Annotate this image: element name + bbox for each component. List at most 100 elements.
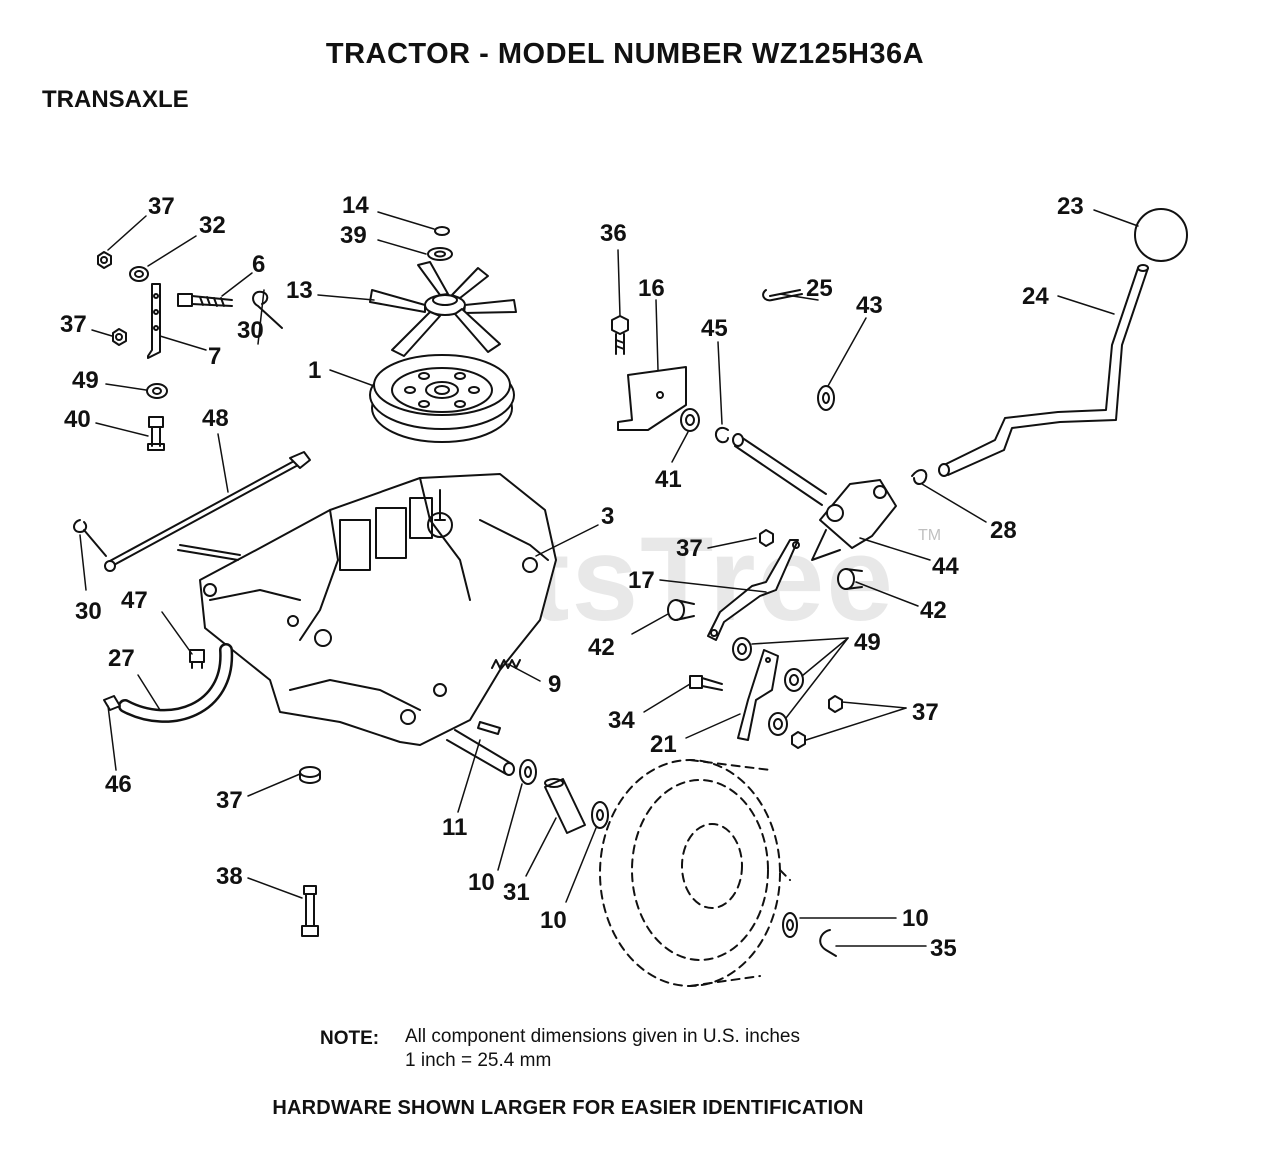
callout-25: 25 bbox=[806, 275, 833, 302]
callout-11: 11 bbox=[442, 814, 467, 841]
clip-45 bbox=[714, 426, 729, 444]
callout-30: 30 bbox=[75, 598, 102, 625]
pin-42-a bbox=[837, 568, 863, 590]
washer-32 bbox=[129, 266, 149, 282]
callout-37: 37 bbox=[912, 699, 939, 726]
nut-37-top bbox=[97, 251, 112, 269]
washer-10-c bbox=[782, 912, 798, 938]
callout-35: 35 bbox=[930, 935, 957, 962]
callout-39: 39 bbox=[340, 222, 367, 249]
washer-39 bbox=[427, 247, 453, 261]
callout-48: 48 bbox=[202, 405, 229, 432]
callout-49: 49 bbox=[854, 629, 881, 656]
bolt-38 bbox=[301, 885, 319, 937]
spacer-37 bbox=[299, 766, 321, 784]
callout-10: 10 bbox=[540, 907, 567, 934]
callout-43: 43 bbox=[856, 292, 883, 319]
nut-37-left bbox=[112, 328, 127, 346]
callout-7: 7 bbox=[208, 343, 221, 370]
callout-34: 34 bbox=[608, 707, 635, 734]
washer-41 bbox=[680, 408, 700, 432]
note-dimensions-text: All component dimensions given in U.S. i… bbox=[405, 1026, 800, 1047]
fitting-47 bbox=[189, 649, 205, 669]
section-title: TRANSAXLE bbox=[42, 86, 189, 113]
note-label: NOTE: bbox=[320, 1028, 380, 1049]
callout-44: 44 bbox=[932, 553, 959, 580]
pin-25 bbox=[762, 289, 803, 302]
callout-45: 45 bbox=[701, 315, 728, 342]
callout-32: 32 bbox=[199, 212, 226, 239]
washer-43 bbox=[817, 385, 835, 411]
bracket-7 bbox=[147, 283, 161, 359]
bolt-34 bbox=[689, 675, 723, 691]
nut-37-c bbox=[791, 731, 806, 749]
callout-13: 13 bbox=[286, 277, 313, 304]
callout-42: 42 bbox=[920, 597, 947, 624]
callout-10: 10 bbox=[902, 905, 929, 932]
wheel-outline bbox=[599, 759, 791, 987]
callout-9: 9 bbox=[548, 671, 561, 698]
hose-27 bbox=[118, 643, 234, 723]
spring-28 bbox=[911, 469, 928, 485]
rod-48 bbox=[104, 451, 311, 572]
footer-text: HARDWARE SHOWN LARGER FOR EASIER IDENTIF… bbox=[272, 1097, 864, 1119]
callout-37: 37 bbox=[676, 535, 703, 562]
callout-16: 16 bbox=[638, 275, 665, 302]
callout-28: 28 bbox=[990, 517, 1017, 544]
bolt-6 bbox=[177, 293, 233, 307]
washer-49-a bbox=[732, 637, 752, 661]
washer-49-left bbox=[146, 383, 168, 399]
bracket-21 bbox=[737, 649, 779, 741]
pulley-1 bbox=[369, 354, 515, 443]
callout-38: 38 bbox=[216, 863, 243, 890]
callout-37: 37 bbox=[216, 787, 243, 814]
transaxle-housing bbox=[177, 473, 557, 746]
callout-31: 31 bbox=[503, 879, 530, 906]
callout-24: 24 bbox=[1022, 283, 1049, 310]
knob-23 bbox=[1134, 208, 1188, 262]
callout-37: 37 bbox=[60, 311, 87, 338]
callout-17: 17 bbox=[628, 567, 655, 594]
callout-42: 42 bbox=[588, 634, 615, 661]
washer-49-c bbox=[768, 712, 788, 736]
shaft bbox=[732, 433, 827, 506]
washer-10-b bbox=[591, 801, 609, 829]
pin-42-b bbox=[667, 599, 695, 621]
callout-6: 6 bbox=[252, 251, 265, 278]
callout-10: 10 bbox=[468, 869, 495, 896]
callout-labels: 37 32 6 37 7 49 40 48 30 30 47 27 46 37 … bbox=[60, 192, 1084, 962]
axle-11 bbox=[446, 721, 515, 776]
leader-lines bbox=[79, 209, 1139, 947]
washer-10-a bbox=[519, 759, 537, 785]
callout-14: 14 bbox=[342, 192, 369, 219]
clip-30-lower bbox=[73, 519, 107, 557]
callout-21: 21 bbox=[650, 731, 677, 758]
callout-23: 23 bbox=[1057, 193, 1084, 220]
callout-41: 41 bbox=[655, 466, 682, 493]
callout-27: 27 bbox=[108, 645, 135, 672]
shift-lever-24 bbox=[938, 264, 1149, 477]
callout-46: 46 bbox=[105, 771, 132, 798]
spring-9 bbox=[491, 659, 521, 669]
callout-47: 47 bbox=[121, 587, 148, 614]
clip-35 bbox=[819, 929, 837, 957]
shift-bracket-44 bbox=[811, 479, 897, 561]
callout-3: 3 bbox=[601, 503, 614, 530]
bolt-40 bbox=[147, 416, 165, 451]
spacer-31 bbox=[544, 778, 586, 834]
callout-40: 40 bbox=[64, 406, 91, 433]
callout-37: 37 bbox=[148, 193, 175, 220]
callout-30: 30 bbox=[237, 317, 264, 344]
bolt-36 bbox=[611, 315, 629, 355]
bracket-16 bbox=[617, 366, 687, 431]
callout-1: 1 bbox=[308, 357, 321, 384]
watermark-trademark: TM bbox=[918, 527, 942, 544]
washer-49-b bbox=[784, 668, 804, 692]
fitting-46 bbox=[103, 695, 121, 711]
nut-37-b bbox=[828, 695, 843, 713]
nut-14 bbox=[434, 226, 450, 236]
note-conversion-text: 1 inch = 25.4 mm bbox=[405, 1050, 552, 1071]
nut-37-right bbox=[759, 529, 774, 547]
callout-36: 36 bbox=[600, 220, 627, 247]
